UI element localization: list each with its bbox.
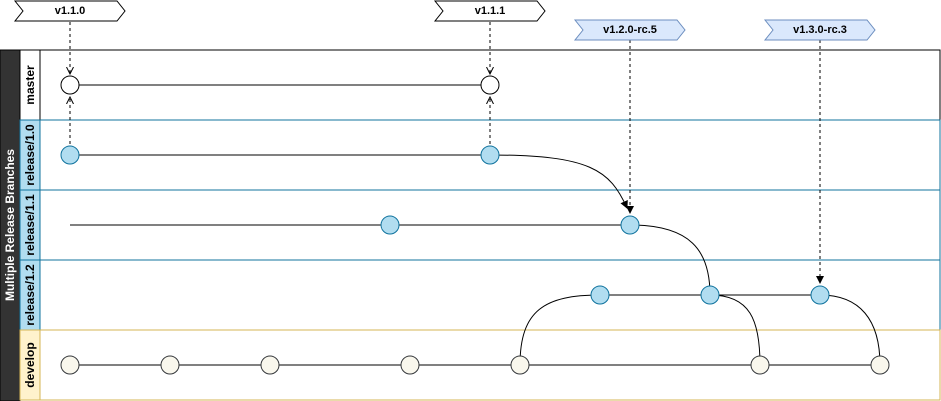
merge-release-1-2-to-develop-b (819, 294, 881, 366)
commit-node (480, 75, 500, 95)
tag-pointers (70, 22, 824, 284)
commit-node (260, 355, 280, 375)
commit-node (810, 285, 830, 305)
tag-label: v1.1.0 (55, 5, 86, 17)
commit-node (160, 355, 180, 375)
commit-node (60, 145, 80, 165)
develop-commits (60, 355, 890, 375)
tag-label: v1.3.0-rc.3 (793, 24, 847, 36)
tag-label: v1.1.1 (475, 5, 506, 17)
tag-v1-1-1: v1.1.1 (433, 0, 546, 22)
lane-label-develop: develop (23, 342, 37, 387)
branch-lines (70, 84, 881, 366)
pool-title: Multiple Release Branches (3, 149, 17, 301)
lane-label-master: master (23, 65, 37, 105)
merge-release-1-1-to-1-2 (629, 224, 711, 296)
tag-v1-3-0-rc-3: v1.3.0-rc.3 (763, 19, 876, 41)
tag-label: v1.2.0-rc.5 (603, 24, 657, 36)
commit-node (400, 355, 420, 375)
lane-label-release-1-1: release/1.1 (23, 194, 37, 256)
commit-node (60, 75, 80, 95)
master-commits (60, 75, 500, 95)
lane-label-release-1-2: release/1.2 (23, 264, 37, 326)
commit-node (480, 145, 500, 165)
merge-release-1-2-to-develop-a (709, 294, 761, 366)
branch-develop-to-release-1-2 (519, 294, 601, 366)
commit-node (870, 355, 890, 375)
commit-node (620, 215, 640, 235)
commit-node (510, 355, 530, 375)
commit-node (700, 285, 720, 305)
release-commits (60, 145, 830, 305)
commit-node (750, 355, 770, 375)
commit-node (380, 215, 400, 235)
lane-release-1-2: release/1.2 (19, 259, 941, 331)
lane-label-release-1-0: release/1.0 (23, 124, 37, 186)
tag-v1-2-0-rc-5: v1.2.0-rc.5 (573, 19, 686, 41)
pool-title-bar: Multiple Release Branches (0, 49, 21, 401)
commit-node (590, 285, 610, 305)
tag-v1-1-0: v1.1.0 (13, 0, 126, 22)
merge-release-1-0-to-1-1 (489, 154, 628, 209)
commit-node (60, 355, 80, 375)
